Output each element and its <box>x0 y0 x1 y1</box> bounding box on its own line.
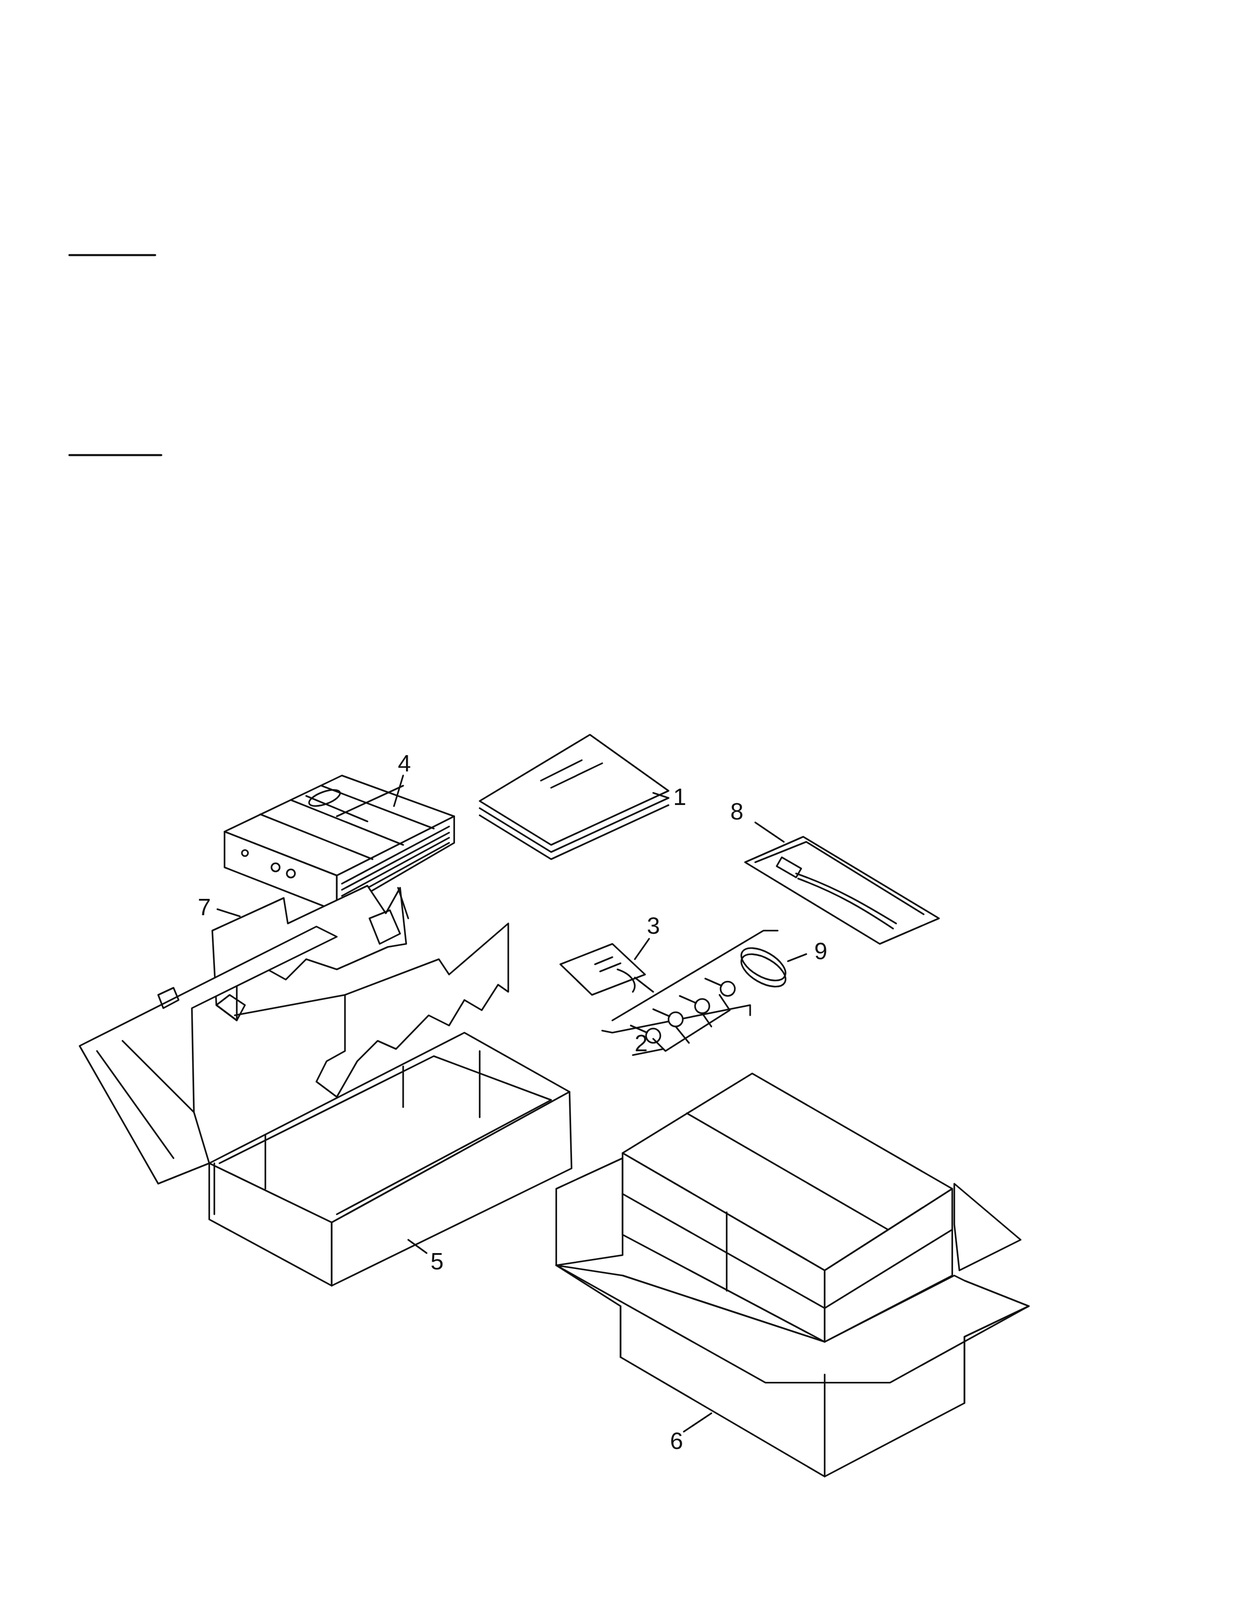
callout-number: 3 <box>646 914 661 938</box>
callout-number: 8 <box>730 799 744 824</box>
callout-number: 4 <box>397 751 411 776</box>
callout-number: 7 <box>197 895 211 920</box>
callout-number: 5 <box>430 1249 444 1274</box>
callout-number: 6 <box>669 1429 684 1453</box>
callout-number: 9 <box>814 939 828 964</box>
callout-number: 1 <box>673 785 687 809</box>
callout-number: 2 <box>634 1031 648 1056</box>
